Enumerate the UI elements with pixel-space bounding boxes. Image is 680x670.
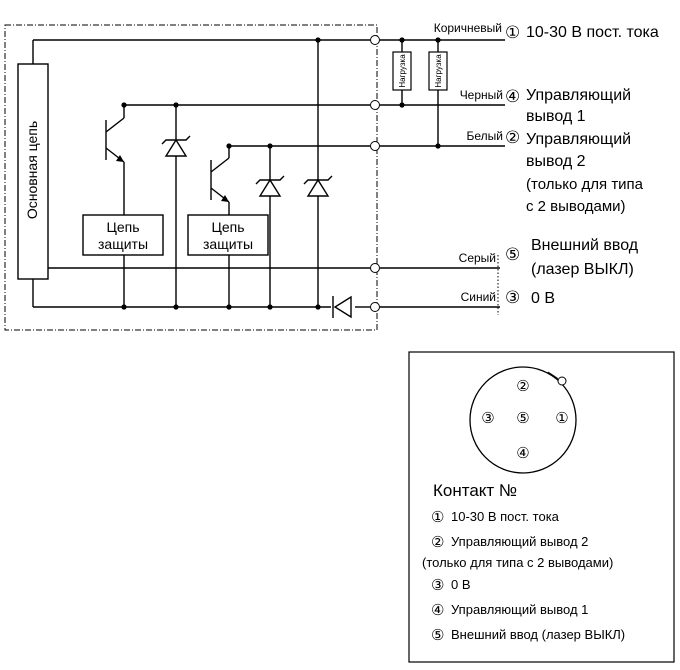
- pin-3-marker: ③: [505, 288, 520, 307]
- legend-item-2: Управляющий вывод 2: [451, 534, 588, 549]
- load-2-label: Нагрузка: [434, 54, 443, 88]
- terminal-5-desc-line1: Внешний ввод: [531, 237, 639, 254]
- terminal-2-desc-line2: вывод 2: [526, 153, 586, 170]
- zener-diode-3: [303, 40, 333, 307]
- protection-2-label-line2: защиты: [203, 236, 253, 252]
- wire-brown-label: Коричневый: [434, 21, 502, 35]
- protection-1-label-line1: Цепь: [106, 219, 139, 235]
- protection-circuit-2: [187, 214, 269, 256]
- terminal-2-desc-line3: (только для типа: [526, 176, 644, 193]
- zener-diode-2: [255, 146, 285, 307]
- legend-item-2-note: (только для типа с 2 выводами): [422, 555, 613, 570]
- legend-pin-2: ②: [431, 534, 444, 551]
- connector-pin-3: ③: [481, 410, 494, 427]
- wire-gray-label: Серый: [459, 251, 496, 265]
- legend-item-4: Управляющий вывод 1: [451, 602, 588, 617]
- legend-item-5: Внешний ввод (лазер ВЫКЛ): [451, 627, 625, 642]
- connector-pin-2: ②: [516, 378, 529, 395]
- legend-pin-5: ⑤: [431, 627, 444, 644]
- load-2: Нагрузка: [428, 40, 448, 146]
- connector-pin-1: ①: [555, 410, 568, 427]
- wire-blue-label: Синий: [461, 290, 496, 304]
- main-circuit-block: [17, 63, 49, 280]
- load-1: Нагрузка: [392, 40, 412, 105]
- terminal-4-desc-line2: вывод 1: [526, 108, 586, 125]
- pin-1-marker: ①: [505, 23, 520, 42]
- terminal-2-desc-line1: Управляющий: [526, 131, 631, 148]
- legend-item-1: 10-30 В пост. тока: [451, 509, 560, 524]
- terminal-1-desc: 10-30 В пост. тока: [526, 24, 659, 41]
- protection-circuit-1: [82, 214, 164, 256]
- zener-diode-1: [161, 105, 191, 307]
- wire-white-label: Белый: [467, 129, 503, 143]
- terminal-4-desc-line1: Управляющий: [526, 87, 631, 104]
- pin-4-marker: ④: [505, 87, 520, 106]
- wire-black-label: Черный: [460, 88, 503, 102]
- terminals: [370, 35, 380, 312]
- protection-1-label-line2: защиты: [98, 236, 148, 252]
- legend-pin-3: ③: [431, 577, 444, 594]
- pin-5-marker: ⑤: [505, 245, 520, 264]
- protection-2-label-line1: Цепь: [211, 219, 244, 235]
- connector-pin-5: ⑤: [516, 410, 529, 427]
- main-circuit-label: Основная цепь: [24, 121, 40, 219]
- terminal-3-desc: 0 В: [531, 290, 555, 307]
- terminal-5-desc-line2: (лазер ВЫКЛ): [531, 261, 634, 278]
- pin-2-marker: ②: [505, 128, 520, 147]
- connector-pin-4: ④: [516, 445, 529, 462]
- contact-title: Контакт №: [433, 481, 517, 500]
- reverse-diode: [332, 295, 352, 319]
- legend-pin-4: ④: [431, 602, 444, 619]
- transistor-1: [105, 105, 125, 307]
- load-1-label: Нагрузка: [398, 54, 407, 88]
- legend-item-3: 0 В: [451, 577, 471, 592]
- legend-pin-1: ①: [431, 509, 444, 526]
- connector-face: ② ③ ⑤ ① ④: [469, 366, 577, 474]
- terminal-2-desc-line4: с 2 выводами): [526, 198, 626, 215]
- sensor-enclosure: [4, 24, 378, 331]
